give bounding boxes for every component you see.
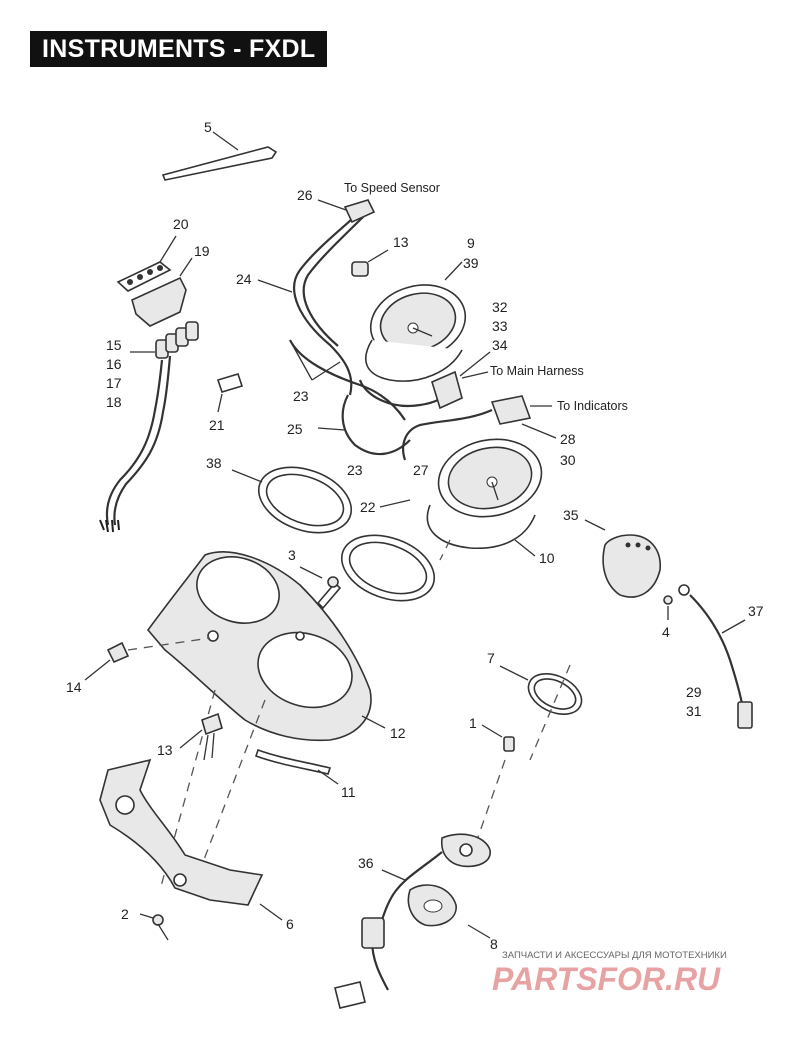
part-label-35: 35: [563, 507, 579, 523]
part-label-13a: 13: [393, 234, 409, 250]
part-label-7: 7: [487, 650, 495, 666]
part-label-28: 28: [560, 431, 576, 447]
part-label-22: 22: [360, 499, 376, 515]
part-label-31: 31: [686, 703, 702, 719]
part-label-9: 9: [467, 235, 475, 251]
callout-speed-sensor: To Speed Sensor: [344, 181, 440, 195]
indicator-bulb-harness: [99, 321, 199, 533]
part-label-15: 15: [106, 337, 122, 353]
instrument-harness: [289, 339, 457, 456]
callout-main-harness: To Main Harness: [490, 364, 584, 378]
lamp-socket-lower: [179, 712, 223, 761]
part-label-4: 4: [662, 624, 670, 640]
part-label-36: 36: [358, 855, 374, 871]
part-label-32: 32: [492, 299, 508, 315]
bolt-small: [481, 724, 515, 752]
callout-indicators: To Indicators: [557, 399, 628, 413]
indicator-connector: [402, 395, 557, 461]
part-label-27: 27: [413, 462, 429, 478]
part-label-23a: 23: [293, 388, 309, 404]
part-label-10: 10: [539, 550, 555, 566]
indicator-lamp-module: [584, 519, 661, 598]
part-label-33: 33: [492, 318, 508, 334]
part-label-3: 3: [288, 547, 296, 563]
part-label-16: 16: [106, 356, 122, 372]
cable-strap-part: [161, 131, 278, 181]
part-label-13b: 13: [157, 742, 173, 758]
mounting-bracket: [99, 758, 283, 921]
part-label-39: 39: [463, 255, 479, 271]
part-label-17: 17: [106, 375, 122, 391]
page-title: INSTRUMENTS - FXDL: [30, 31, 328, 67]
watermark-caption: ЗАПЧАСТИ И АКСЕССУАРЫ ДЛЯ МОТОТЕХНИКИ: [502, 950, 727, 961]
tachometer-gauge: [426, 438, 543, 557]
part-label-1: 1: [469, 715, 477, 731]
indicator-housing-part: [131, 257, 193, 327]
speed-sensor-wire: [257, 199, 376, 396]
part-label-6: 6: [286, 916, 294, 932]
part-label-2: 2: [121, 906, 129, 922]
bracket-screw: [139, 913, 169, 941]
part-label-34: 34: [492, 337, 508, 353]
watermark-logo: PARTSFOR.RU: [492, 961, 721, 997]
o-ring: [499, 665, 583, 715]
part-label-18: 18: [106, 394, 122, 410]
part-label-12: 12: [390, 725, 406, 741]
part-label-26: 26: [297, 187, 313, 203]
main-harness-connector: [431, 351, 491, 410]
lamp-socket-part: [351, 249, 389, 277]
part-label-29: 29: [686, 684, 702, 700]
speed-sensor-bracket: [334, 833, 491, 1009]
part-label-30: 30: [560, 452, 576, 468]
gauge-gasket-lower: [340, 499, 436, 602]
indicator-lens-part: [116, 235, 177, 292]
rubber-grommet: [84, 637, 211, 681]
part-label-8: 8: [490, 936, 498, 952]
mounting-screw: [299, 566, 342, 610]
part-label-21: 21: [209, 417, 225, 433]
ground-wire: [678, 584, 753, 729]
screw-small: [663, 595, 673, 620]
part-label-24: 24: [236, 271, 252, 287]
part-label-5: 5: [204, 119, 212, 135]
instrument-console-housing: [146, 551, 386, 742]
part-label-25: 25: [287, 421, 303, 437]
trim-strip: [254, 748, 339, 785]
clip-part: [216, 373, 244, 413]
part-label-14: 14: [66, 679, 82, 695]
part-label-11: 11: [341, 784, 356, 800]
part-label-23b: 23: [347, 462, 363, 478]
gauge-gasket-upper: [231, 466, 353, 534]
speedometer-gauge: [364, 261, 467, 382]
part-label-37: 37: [748, 603, 764, 619]
part-label-20: 20: [173, 216, 189, 232]
part-label-19: 19: [194, 243, 210, 259]
part-label-38: 38: [206, 455, 222, 471]
